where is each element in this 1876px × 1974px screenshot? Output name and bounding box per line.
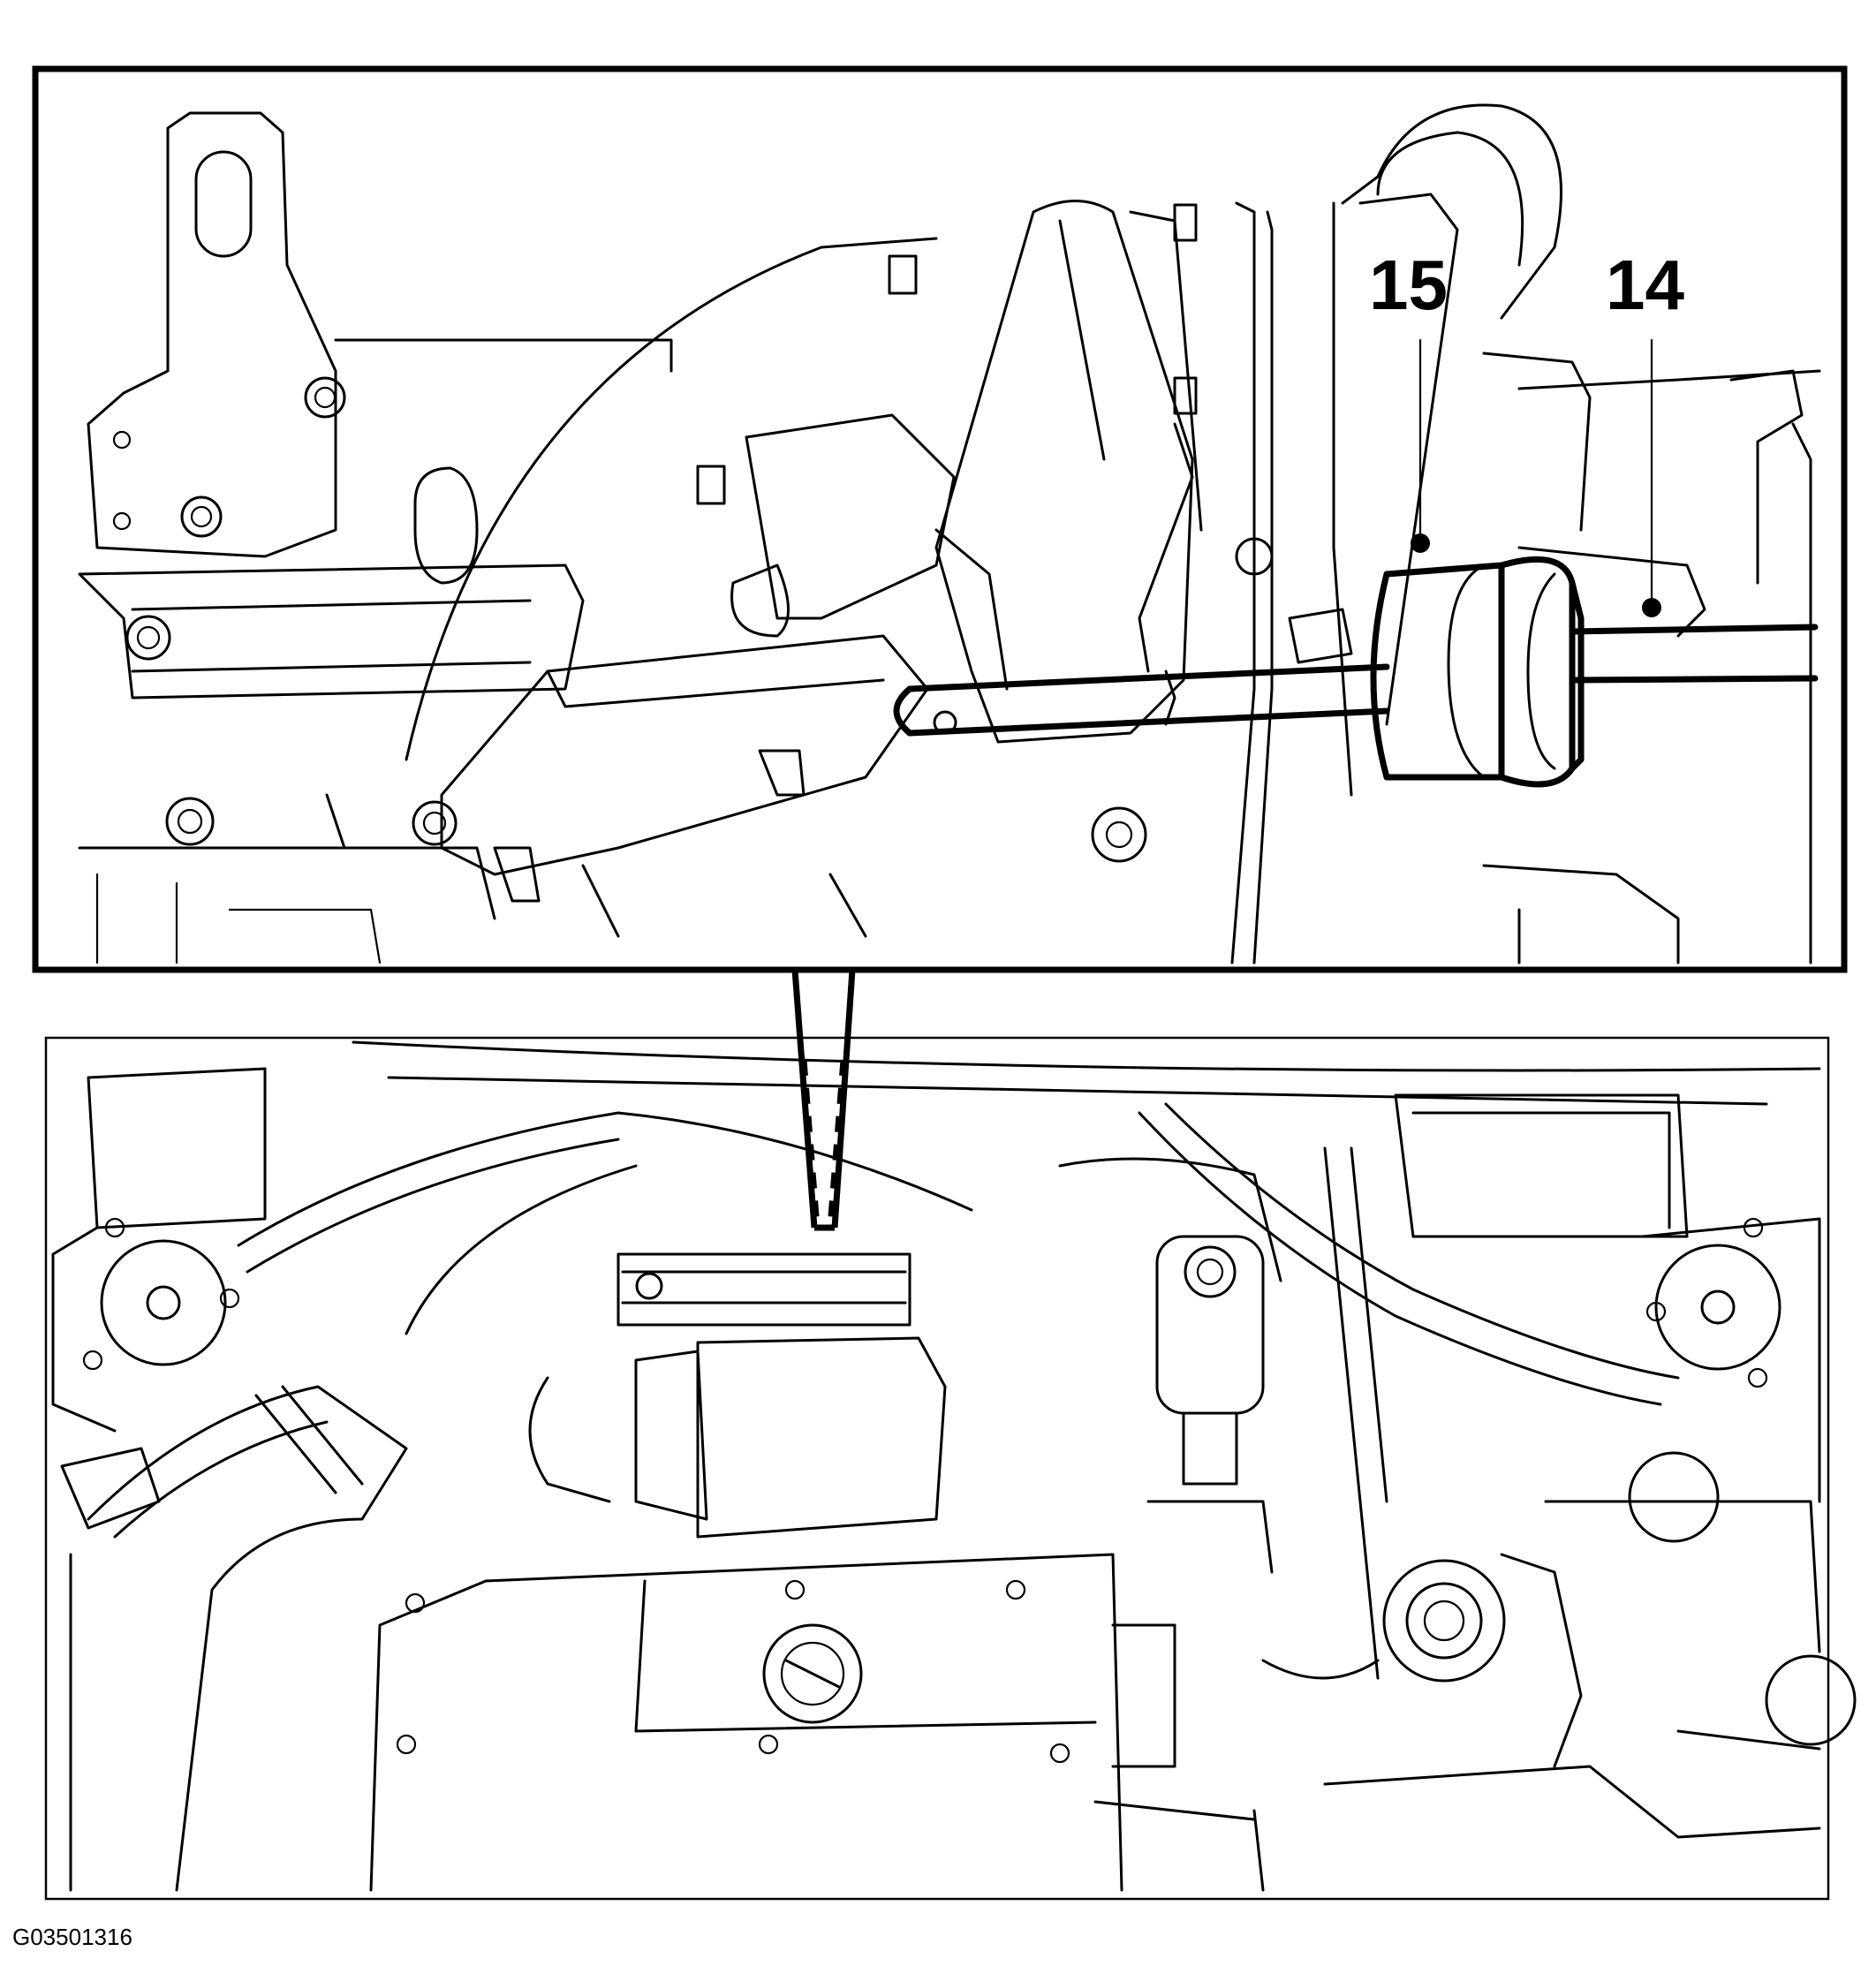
callout-leaders bbox=[1411, 338, 1661, 617]
reservoir-cap bbox=[1382, 1559, 1506, 1683]
compressor-section bbox=[934, 200, 1274, 964]
right-strut-tower bbox=[1641, 1217, 1821, 1503]
coolant-reservoir bbox=[1394, 1093, 1857, 1746]
left-strut-tower bbox=[51, 1067, 267, 1433]
intake-manifold bbox=[78, 338, 673, 964]
callout-label-14: 14 bbox=[1606, 246, 1684, 324]
throttle-body bbox=[528, 1252, 947, 1539]
figure-code: G03501316 bbox=[12, 1924, 132, 1950]
inset-pointer bbox=[791, 969, 856, 1231]
wiring-harness bbox=[237, 1102, 1680, 1680]
brake-booster bbox=[1058, 1157, 1282, 1486]
turbo-housing bbox=[405, 237, 956, 938]
mounting-bracket bbox=[87, 111, 346, 558]
engine-bay-overview bbox=[44, 1036, 1857, 1901]
callout-label-15: 15 bbox=[1369, 246, 1448, 324]
valve-cover bbox=[369, 1553, 1176, 1892]
wastegate-actuator bbox=[893, 103, 1821, 964]
lower-accessories bbox=[1093, 1500, 1821, 1892]
overview-frame bbox=[44, 1036, 1830, 1901]
air-intake-hose bbox=[60, 1385, 408, 1892]
detail-inset-frame bbox=[32, 65, 1848, 973]
detail-inset: 15 14 bbox=[32, 65, 1848, 973]
